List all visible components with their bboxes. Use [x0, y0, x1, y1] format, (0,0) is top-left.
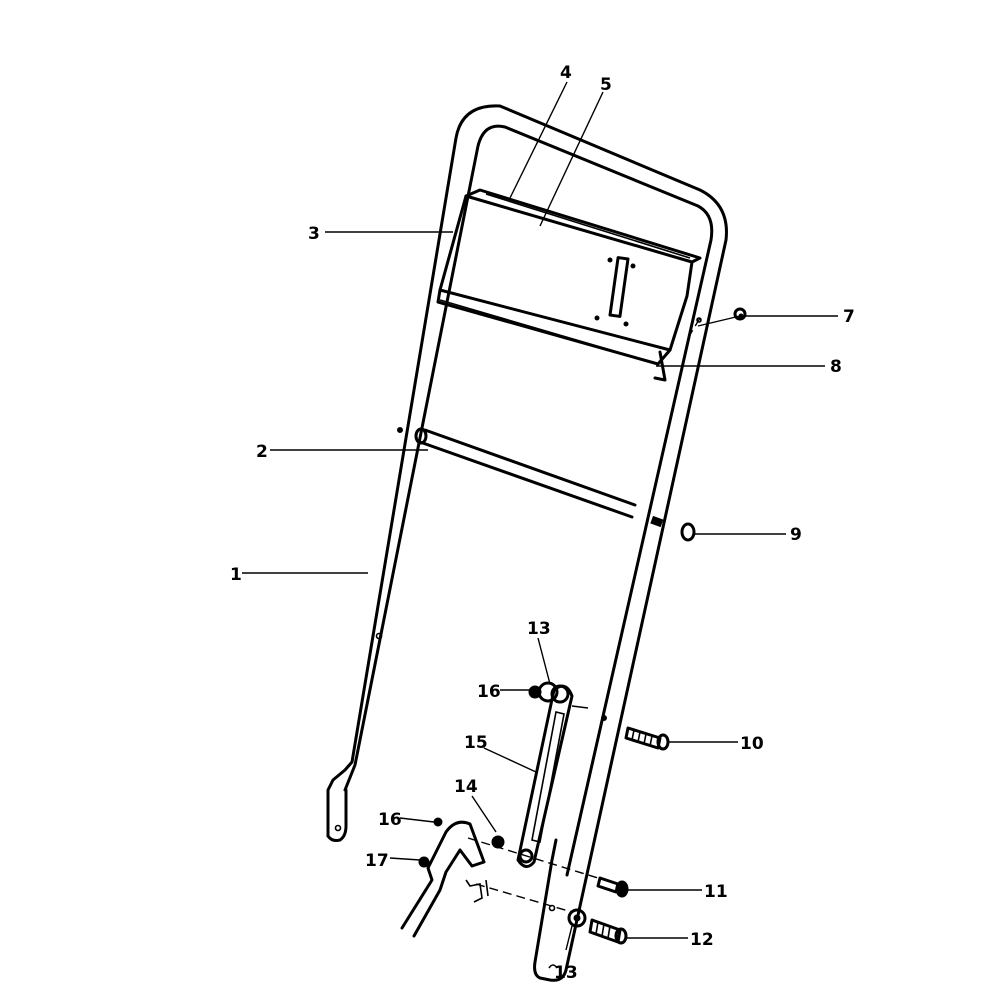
- control-box: [436, 188, 702, 382]
- callout-labels: 1 2 3 4 5 7 8 9 10 11 12 13 13 14 15 16 …: [230, 63, 855, 983]
- slide-link: [516, 681, 589, 868]
- bolt-part-11: [596, 876, 629, 898]
- callout-17: 17: [365, 851, 389, 871]
- callout-4: 4: [560, 63, 572, 83]
- callout-2: 2: [256, 442, 268, 462]
- leader-lines: [242, 81, 838, 951]
- cross-bar: [414, 427, 637, 519]
- callout-7: 7: [843, 307, 855, 327]
- handle-frame: [326, 104, 728, 982]
- callout-16-upper: 16: [477, 682, 501, 702]
- callout-14: 14: [454, 777, 478, 797]
- callout-13-lower: 13: [554, 963, 578, 983]
- callout-11: 11: [704, 882, 728, 902]
- callout-15: 15: [464, 733, 488, 753]
- assembly-lines: [467, 837, 599, 913]
- callout-8: 8: [830, 357, 842, 377]
- knob-part-9: [650, 515, 696, 542]
- callout-3: 3: [308, 224, 320, 244]
- bolt-part-10: [624, 726, 670, 751]
- callout-12: 12: [690, 930, 714, 950]
- callout-1: 1: [230, 565, 242, 585]
- callout-10: 10: [740, 734, 764, 754]
- callout-13-upper: 13: [527, 619, 551, 639]
- callout-16-lower: 16: [378, 810, 402, 830]
- callout-9: 9: [790, 525, 802, 545]
- lower-bracket: [400, 817, 505, 938]
- callout-5: 5: [600, 75, 612, 95]
- bolt-part-12: [567, 908, 628, 945]
- clip-part-7: [687, 307, 747, 339]
